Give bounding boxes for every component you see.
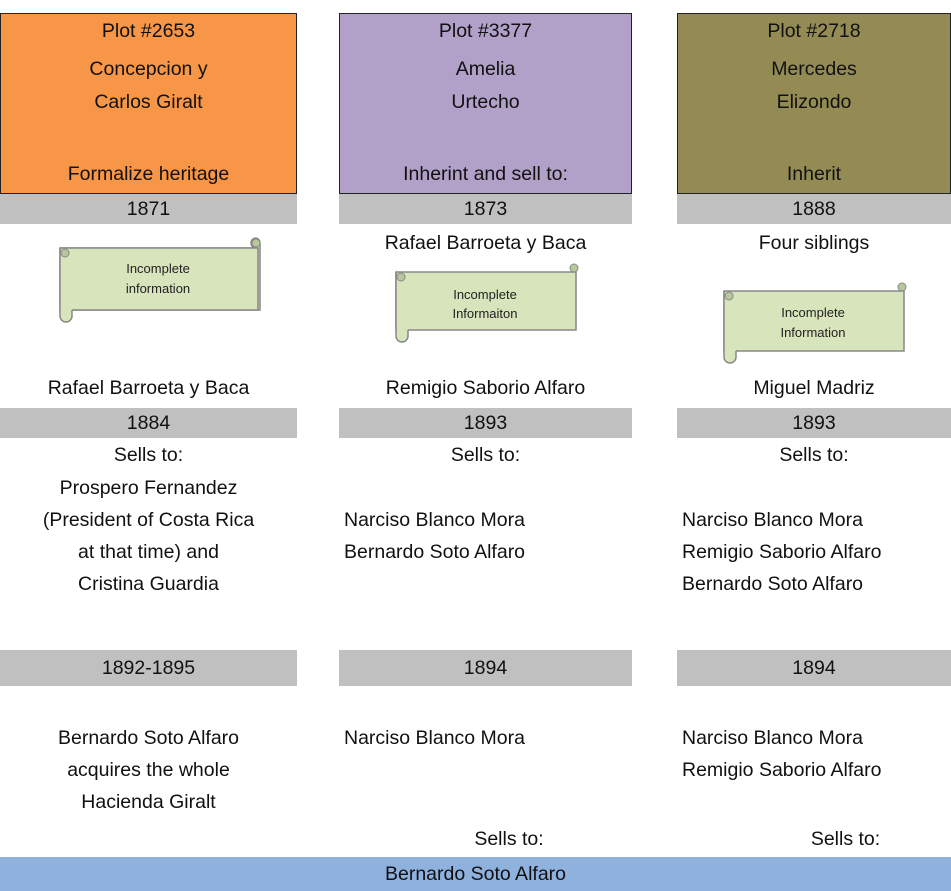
incomplete-scroll: Incomplete Informaiton [388,260,582,344]
buyer-line: Cristina Guardia [78,573,219,595]
outcome-line: Hacienda Giralt [81,791,216,813]
final-sells-to: Sells to: [474,828,544,850]
plot-action: Inherint and sell to: [403,163,568,185]
owner-line-2: Urtecho [451,91,520,113]
scroll-text-1: Incomplete [781,305,845,320]
scroll-text-2: Information [780,325,846,340]
buyer-line: Prospero Fernandez [59,477,238,499]
scroll-text-2: Informaiton [452,306,518,321]
scroll-icon [723,282,907,364]
incomplete-scroll: Incomplete information [52,234,264,326]
buyer-line: Narciso Blanco Mora [344,509,525,531]
plot-card-3377: Plot #3377 Amelia Urtecho Inherint and s… [339,13,632,194]
year-bar: 1893 [339,408,632,438]
outcome-line: Remigio Saborio Alfaro [682,759,882,781]
owner-line-2: Elizondo [776,91,852,113]
plot-card-2653: Plot #2653 Concepcion y Carlos Giralt Fo… [0,13,297,194]
plot-action: Formalize heritage [67,163,230,185]
plot-number: Plot #2718 [767,20,861,42]
owner-line-2: Carlos Giralt [94,91,203,113]
buyer-line: at that time) and [78,541,219,563]
incomplete-scroll: Incomplete Information [716,279,910,365]
year-bar: 1884 [0,408,297,438]
owner-after-1: Miguel Madriz [753,377,875,399]
owner-line-1: Amelia [455,58,516,80]
scroll-text-1: Incomplete [126,261,190,276]
owner-after-1: Rafael Barroeta y Baca [47,377,250,399]
outcome-line: Narciso Blanco Mora [344,727,525,749]
owner-after-1: Remigio Saborio Alfaro [385,377,586,399]
buyer-line: Bernardo Soto Alfaro [682,573,864,595]
outcome-line: Narciso Blanco Mora [682,727,863,749]
buyer-line: (President of Costa Rica [42,509,255,531]
sells-to-label: Sells to: [113,444,184,466]
plot-number: Plot #2653 [101,20,196,42]
scroll-icon [59,237,261,323]
owner-line-1: Mercedes [771,58,857,80]
scroll-icon [395,263,579,343]
year-bar: 1873 [339,194,632,224]
buyer-line: Remigio Saborio Alfaro [682,541,882,563]
final-owner-bar: Bernardo Soto Alfaro [0,857,951,891]
sells-to-label: Sells to: [450,444,521,466]
year-bar: 1888 [677,194,951,224]
plot-action: Inherit [786,163,842,185]
final-sells-to: Sells to: [810,828,881,850]
owner-line-1: Concepcion y [89,58,208,80]
year-bar: 1892-1895 [0,650,297,686]
buyer-line: Bernardo Soto Alfaro [344,541,526,563]
outcome-line: Bernardo Soto Alfaro [57,727,240,749]
year-bar: 1893 [677,408,951,438]
sells-to-label: Sells to: [779,444,849,466]
scroll-text-1: Incomplete [453,287,517,302]
buyer-line: Narciso Blanco Mora [682,509,863,531]
plot-number: Plot #3377 [438,20,533,42]
year-bar: 1894 [677,650,951,686]
plot-card-2718: Plot #2718 Mercedes Elizondo Inherit [677,13,951,194]
outcome-line: acquires the whole [67,759,230,781]
scroll-text-2: information [125,281,191,296]
receiver-line: Rafael Barroeta y Baca [384,232,587,254]
receiver-line: Four siblings [758,232,870,254]
year-bar: 1894 [339,650,632,686]
year-bar: 1871 [0,194,297,224]
